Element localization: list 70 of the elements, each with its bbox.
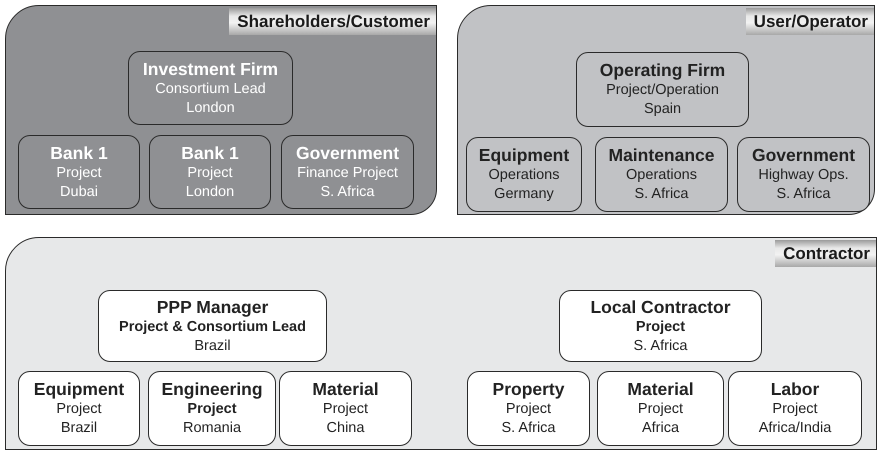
entity-detail: Project — [187, 400, 237, 419]
entity-name: PPP Manager — [156, 296, 268, 318]
entity-detail: Project — [56, 400, 102, 419]
entity-box — [128, 51, 293, 125]
entity-detail: Germany — [494, 185, 554, 204]
entity-name: Investment Firm — [142, 58, 278, 80]
entity-box — [466, 137, 582, 212]
entity-detail: S. Africa — [320, 182, 374, 202]
entity-detail: Highway Ops. — [758, 166, 849, 185]
entity-box — [728, 371, 862, 446]
entity-detail: S. Africa — [634, 185, 688, 204]
entity-detail: S. Africa — [634, 336, 688, 356]
entity-name: Bank 1 — [50, 142, 108, 164]
entity-detail: Consortium Lead — [155, 80, 266, 98]
entity-detail: Project — [636, 318, 686, 336]
entity-name: Labor — [770, 379, 820, 400]
entity-box — [595, 137, 728, 212]
entity-detail: Finance Project — [297, 164, 398, 182]
entity-box — [467, 371, 590, 446]
entity-detail: China — [326, 419, 364, 438]
entity-name: Engineering — [161, 379, 263, 400]
entity-detail: Project/Operation — [606, 81, 719, 100]
entity-detail: Project — [322, 400, 368, 419]
entity-box — [737, 137, 870, 212]
entity-box — [597, 371, 724, 446]
entity-detail: London — [186, 182, 234, 202]
entity-detail: Project — [506, 400, 552, 419]
entity-detail: Project — [187, 164, 233, 182]
entity-detail: Africa/India — [758, 419, 832, 438]
entity-box — [559, 290, 762, 362]
entity-detail: London — [186, 98, 235, 118]
panel-heading: User/Operator — [746, 8, 874, 35]
entity-detail: Dubai — [60, 182, 98, 202]
entity-detail: Project — [56, 164, 102, 182]
entity-name: Material — [627, 379, 694, 400]
entity-detail: Brazil — [194, 336, 231, 356]
group-panel — [457, 5, 875, 215]
entity-detail: Project — [772, 400, 818, 419]
panel-heading: Shareholders/Customer — [229, 8, 436, 35]
entity-box — [148, 371, 276, 446]
entity-name: Bank 1 — [181, 142, 239, 164]
entity-name: Equipment — [478, 145, 570, 166]
entity-detail: S. Africa — [776, 185, 830, 204]
entity-box — [149, 135, 271, 209]
entity-box — [18, 135, 140, 209]
entity-box — [576, 52, 749, 127]
entity-name: Local Contractor — [590, 296, 731, 318]
entity-detail: Project — [638, 400, 684, 419]
entity-box — [279, 371, 412, 446]
entity-box — [18, 371, 140, 446]
entity-detail: S. Africa — [502, 419, 556, 438]
entity-detail: Brazil — [60, 419, 98, 438]
entity-detail: Operations — [626, 166, 697, 185]
entity-box — [281, 135, 414, 209]
entity-detail: Project & Consortium Lead — [119, 318, 306, 336]
entity-name: Maintenance — [608, 145, 714, 166]
entity-detail: Operations — [488, 166, 560, 185]
entity-name: Government — [296, 142, 400, 164]
entity-detail: Spain — [644, 100, 682, 119]
entity-name: Equipment — [34, 379, 124, 400]
entity-name: Operating Firm — [600, 60, 726, 81]
entity-detail: Africa — [642, 419, 680, 438]
group-panel — [5, 237, 877, 450]
panel-heading: Contractor — [775, 240, 876, 267]
entity-name: Property — [492, 379, 564, 400]
entity-detail: Romania — [182, 419, 242, 438]
entity-name: Government — [752, 145, 856, 166]
group-panel — [5, 5, 437, 215]
entity-name: Material — [312, 379, 379, 400]
entity-box — [98, 290, 327, 362]
